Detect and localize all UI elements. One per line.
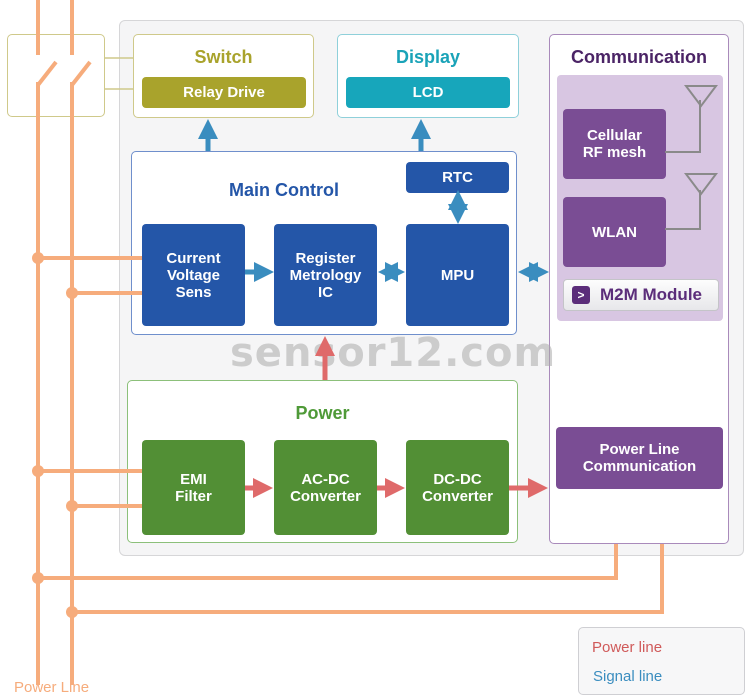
cellular-rf-mesh-block: Cellular RF mesh (563, 109, 666, 179)
switch-contact-b (70, 60, 92, 87)
m2m-module-button[interactable]: > M2M Module (563, 279, 719, 311)
legend-power-line-label: Power line (592, 639, 663, 656)
switch-group: Switch Relay Drive (133, 34, 314, 118)
power-arrows (245, 336, 548, 498)
junction-dot (66, 606, 78, 618)
junction-dots (32, 252, 78, 618)
antenna-icon (665, 85, 718, 153)
communication-group: Communication Cellular RF mesh WLAN > M2… (549, 34, 729, 544)
display-group: Display LCD (337, 34, 519, 118)
switch-title: Switch (194, 47, 253, 67)
breaker-box (7, 34, 105, 117)
junction-dot (32, 572, 44, 584)
antenna-icons (665, 85, 718, 230)
legend: Power line Signal line (578, 627, 745, 695)
watermark: sensor12.com (230, 330, 557, 376)
antenna-icon (665, 173, 718, 230)
mpu-block: MPU (406, 224, 509, 326)
dc-dc-converter-block: DC-DC Converter (406, 440, 509, 535)
tap-plc-b (72, 544, 664, 614)
relay-control-lines (105, 57, 133, 90)
junction-dot (66, 500, 78, 512)
relay-drive-block: Relay Drive (142, 77, 306, 108)
power-line-label: Power Line (14, 679, 90, 696)
rtc-block: RTC (406, 162, 509, 193)
ac-dc-converter-block: AC-DC Converter (274, 440, 377, 535)
current-voltage-sens-block: Current Voltage Sens (142, 224, 245, 326)
communication-title: Communication (570, 47, 707, 67)
junction-dot (66, 287, 78, 299)
signal-arrows (198, 119, 549, 282)
legend-signal-line-label: Signal line (593, 668, 663, 685)
emi-filter-block: EMI Filter (142, 440, 245, 535)
register-metrology-ic-block: Register Metrology IC (274, 224, 377, 326)
junction-dot (32, 465, 44, 477)
m2m-module-label: M2M Module (600, 285, 702, 304)
power-line-communication-block: Power Line Communication (556, 427, 723, 489)
power-title: Power (295, 403, 350, 423)
chevron-right-icon: > (572, 286, 590, 304)
tap-plc-a (38, 544, 618, 580)
wlan-block: WLAN (563, 197, 666, 267)
lcd-block: LCD (346, 77, 510, 108)
junction-dot (32, 252, 44, 264)
switch-contact-a (36, 60, 58, 87)
display-title: Display (395, 47, 461, 67)
power-wires (36, 0, 664, 685)
power-group: Power EMI Filter AC-DC Converter DC-DC C… (127, 380, 518, 543)
main-control-group: Main Control RTC Current Voltage Sens Re… (131, 151, 517, 335)
main-control-title: Main Control (229, 180, 339, 200)
